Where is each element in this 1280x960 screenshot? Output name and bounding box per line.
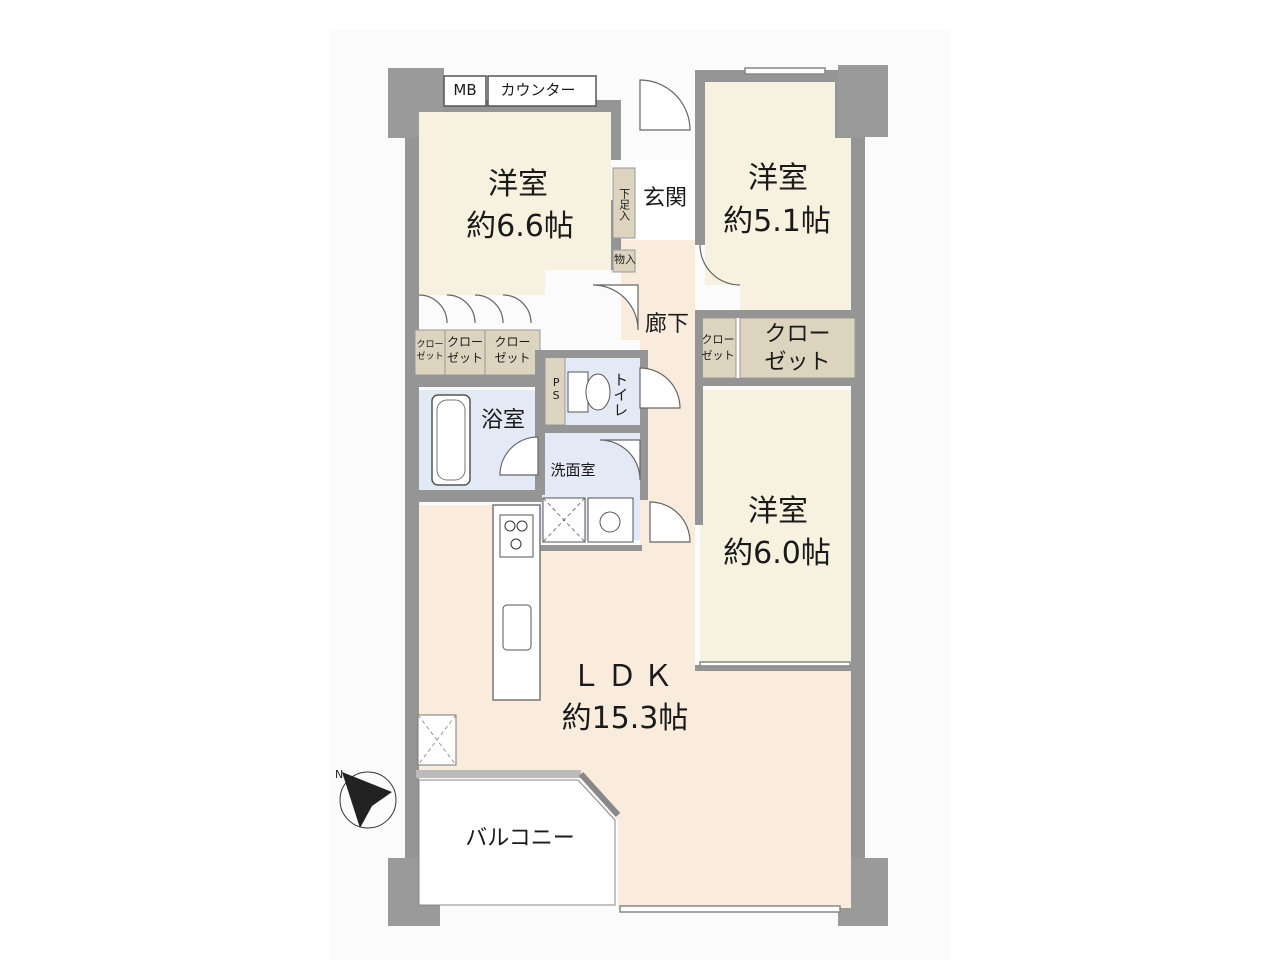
interior-walls — [405, 310, 855, 671]
room3-size: 約6.0帖 — [723, 536, 831, 571]
hallway-label: 廊下 — [644, 312, 689, 337]
balcony-rail — [416, 770, 581, 778]
toilet-label: トイレ — [611, 371, 630, 417]
ldk-storage-cross-2 — [417, 714, 457, 766]
closet3-label-line2: ゼット — [494, 351, 531, 365]
mb-box — [443, 75, 487, 107]
counter-label: カウンター — [500, 81, 576, 99]
bathroom-label: 浴室 — [480, 408, 525, 433]
room1-name: 洋室 — [488, 167, 548, 202]
toilet-bowl — [585, 373, 611, 411]
room1-size: 約6.6帖 — [466, 209, 574, 244]
bathtub-inner — [436, 399, 466, 481]
ps-label: PS — [549, 376, 563, 402]
closets — [414, 167, 856, 426]
closet4-label-line1: クロー — [701, 333, 735, 346]
door-swings — [418, 79, 741, 543]
mb-label: MB — [453, 81, 477, 99]
cooktop — [499, 514, 534, 558]
room1-floor — [419, 112, 611, 295]
shoe-cabinet-label: 下足入 — [617, 187, 631, 221]
closet4-label-line2: ゼット — [701, 349, 735, 362]
storage-small-label: 物入 — [614, 253, 636, 266]
closet1-label-line1: クロー — [416, 340, 444, 350]
basin-bowl — [599, 511, 621, 533]
balcony-label: バルコニー — [465, 826, 575, 851]
burner-3 — [510, 538, 522, 550]
hallway-floor — [621, 240, 695, 495]
windows — [619, 67, 851, 913]
room2-size: 約5.1帖 — [723, 204, 831, 239]
closet5-label-line1: クロー — [764, 322, 831, 347]
wm-cross-2 — [542, 497, 586, 543]
room2-floor — [705, 82, 851, 310]
wash-basin — [587, 497, 634, 543]
ldk-size: 約15.3帖 — [561, 701, 689, 736]
balcony-floor — [418, 779, 616, 906]
burner-1 — [504, 520, 516, 532]
room3-name: 洋室 — [748, 494, 808, 529]
closet1-label-line2: ゼット — [416, 352, 444, 362]
svg-text:N: N — [335, 768, 343, 781]
balcony-rail-diagonal — [578, 771, 621, 818]
closet5-label-line2: ゼット — [764, 350, 831, 375]
room3-floor — [700, 390, 851, 665]
toilet-tank — [567, 371, 589, 413]
kitchen-sink — [502, 604, 532, 651]
counter-box — [487, 75, 597, 107]
washroom-label: 洗面室 — [550, 461, 596, 479]
entrance-floor — [635, 160, 695, 240]
room2-name: 洋室 — [748, 161, 808, 196]
closet3-label-line1: クロー — [494, 335, 531, 349]
entrance-label: 玄関 — [642, 186, 687, 211]
closet2-label-line2: ゼット — [446, 351, 483, 365]
ldk-name: ＬＤＫ — [571, 659, 679, 694]
bathtub — [431, 394, 471, 486]
burner-2 — [516, 520, 528, 532]
closet2-label-line1: クロー — [446, 335, 483, 349]
north-compass-icon: N — [335, 768, 397, 829]
